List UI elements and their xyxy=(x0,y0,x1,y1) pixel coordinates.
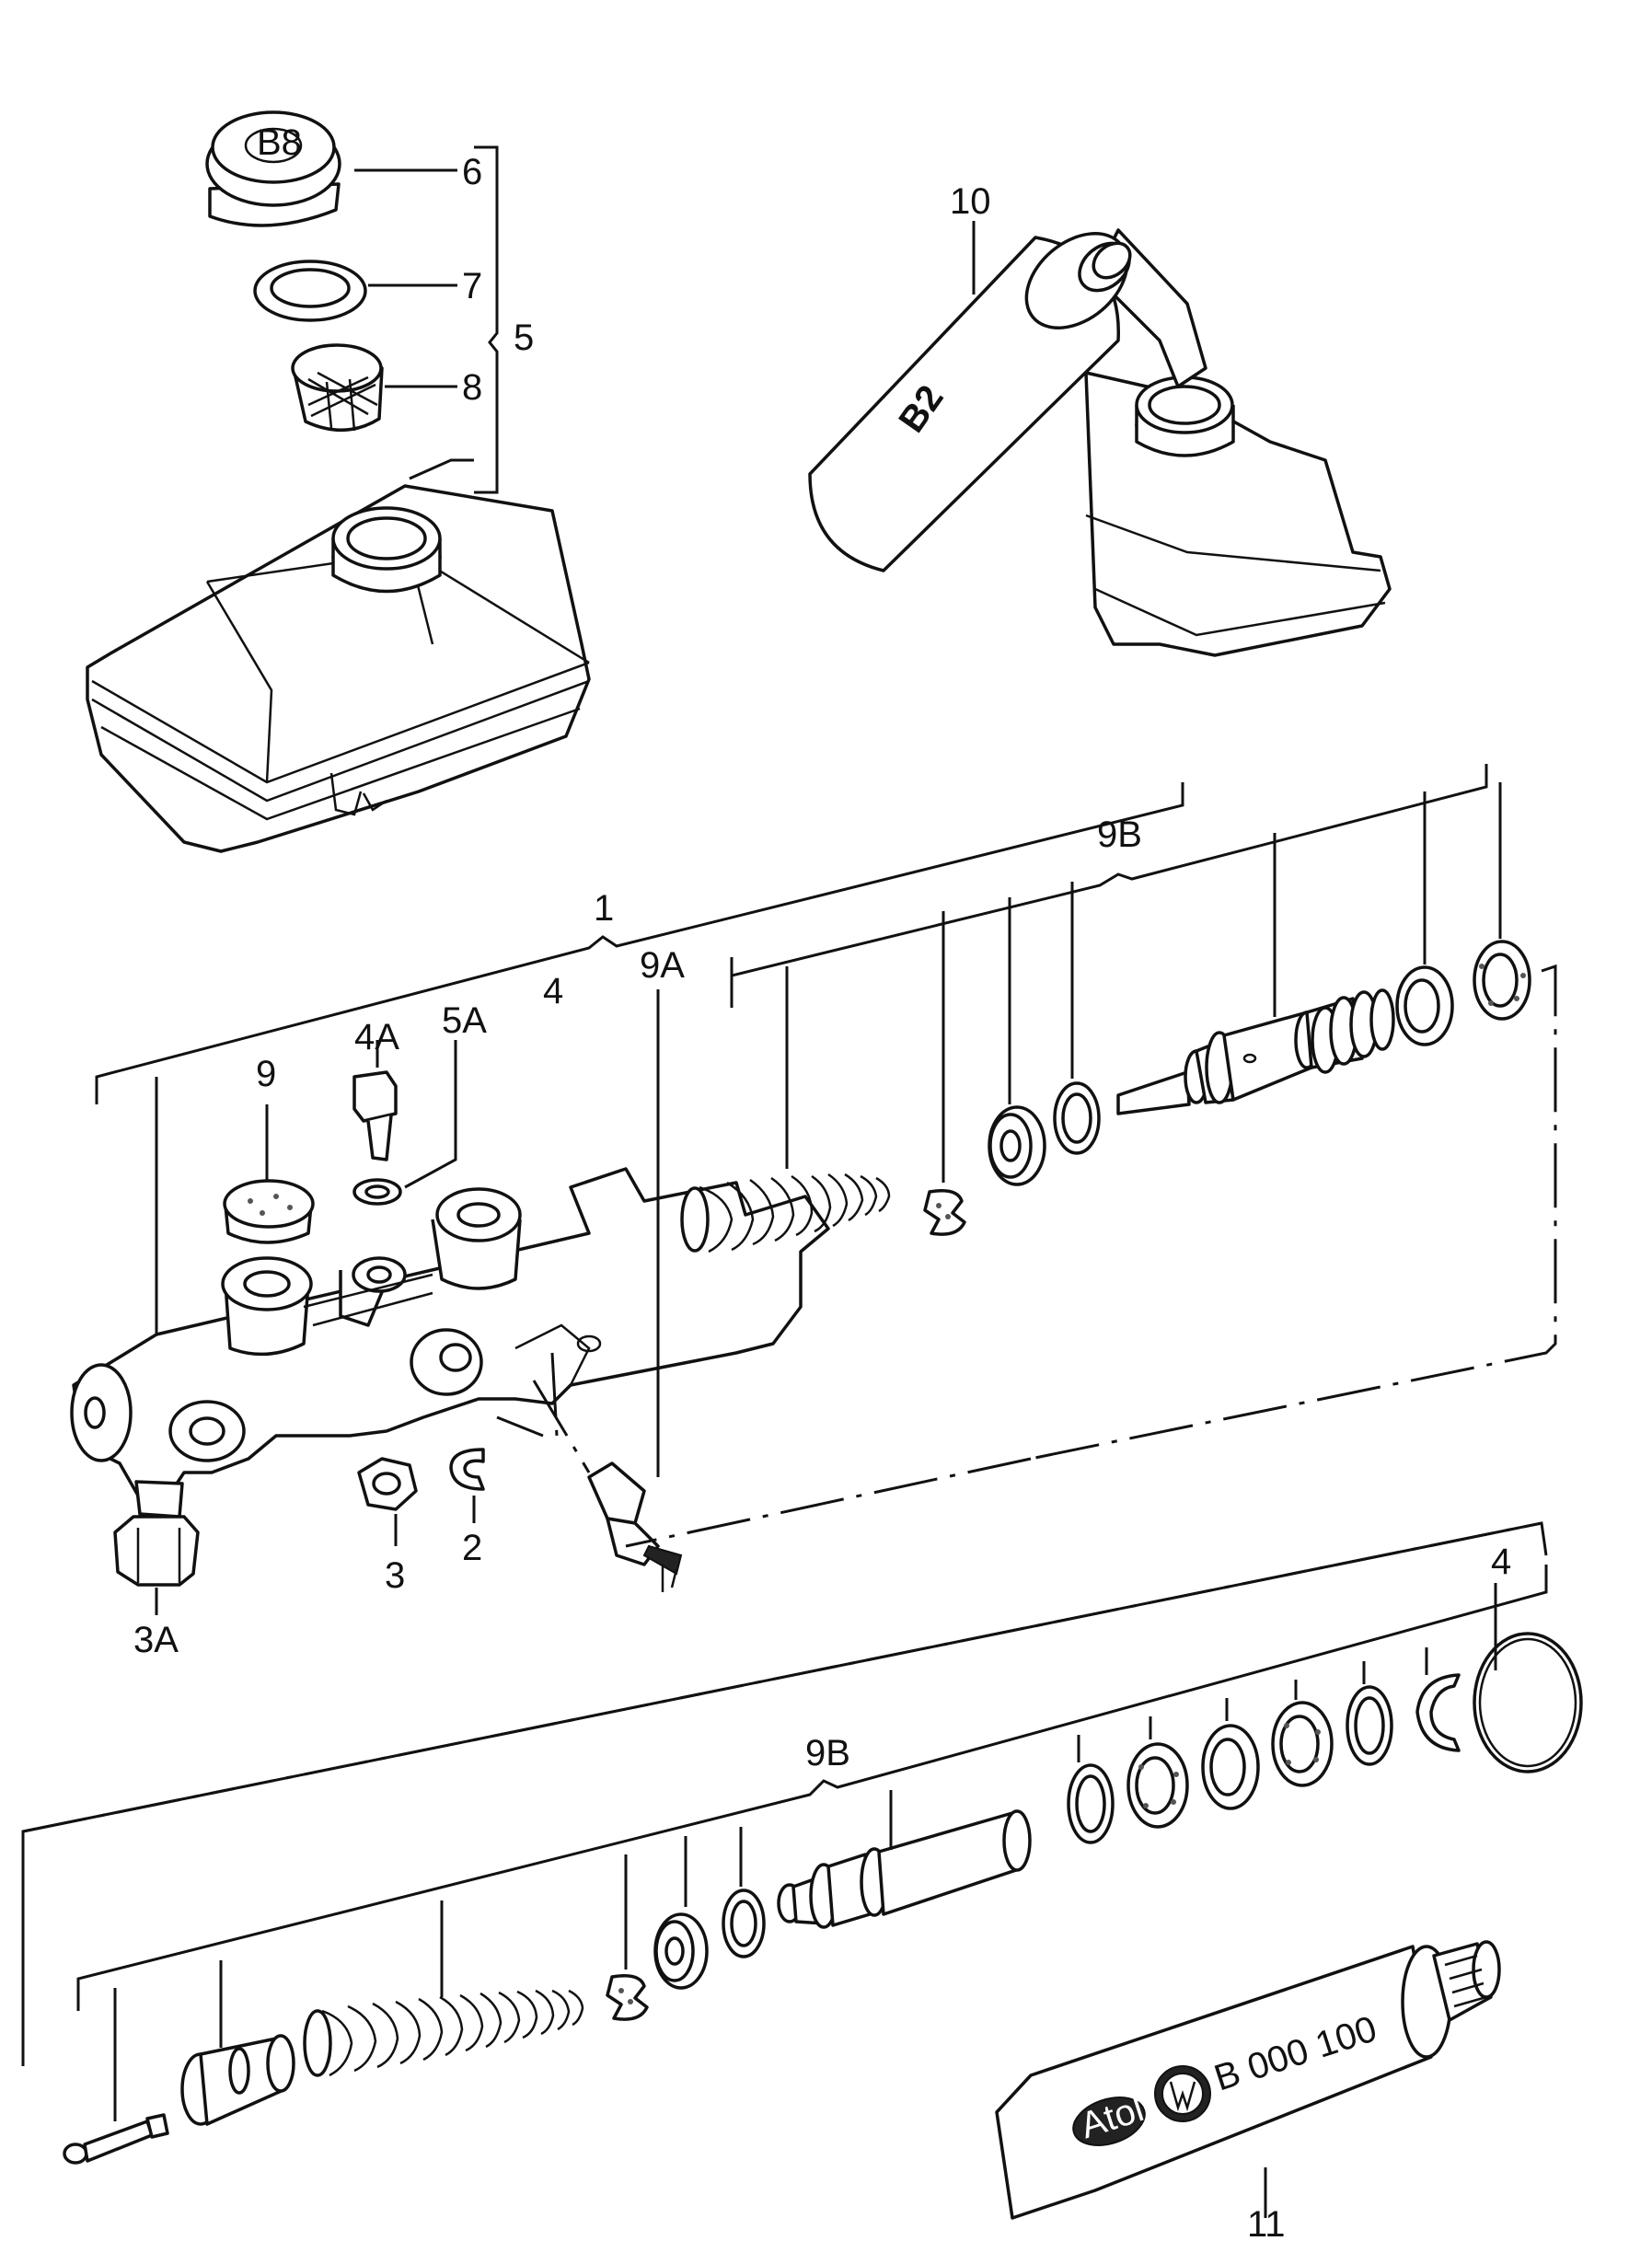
upper-washer xyxy=(1053,1081,1101,1155)
lower-spring xyxy=(303,1989,584,2077)
callout-5: 5 xyxy=(514,318,534,358)
strainer-8 xyxy=(291,343,384,432)
bracket-9B-lower xyxy=(76,1565,1548,2011)
lower-cup-seal-a xyxy=(653,1912,709,1990)
master-cylinder-body xyxy=(70,1167,830,1502)
stop-screw-4A xyxy=(352,1070,398,1161)
lower-washer-a xyxy=(722,1889,766,1958)
screw-plug-3A xyxy=(113,1480,200,1587)
callout-6: 6 xyxy=(462,152,482,192)
lower-spring-retainer xyxy=(606,1974,649,2021)
brake-fluid-reservoir xyxy=(86,484,591,853)
upper-spring xyxy=(680,1172,891,1253)
o-ring-4 xyxy=(1473,1632,1583,1773)
callout-1: 1 xyxy=(594,888,614,929)
lower-washer-b xyxy=(1067,1763,1115,1844)
lower-piston xyxy=(777,1809,1032,1929)
callout-9B-lower: 9B xyxy=(805,1733,850,1773)
cap-mark: B8 xyxy=(257,122,302,163)
grease-tube-11: Atol B 000 100 xyxy=(995,1940,1501,2220)
lower-cup-seal-c xyxy=(1201,1724,1260,1810)
upper-cup-seal xyxy=(988,1105,1046,1186)
reservoir-cap-6: B8 xyxy=(205,110,341,227)
callout-9A: 9A xyxy=(640,945,685,986)
callout-2: 2 xyxy=(462,1528,482,1568)
callout-4A: 4A xyxy=(354,1017,399,1057)
gasket-7 xyxy=(253,260,367,322)
callout-11: 11 xyxy=(1247,2204,1286,2241)
lower-washer-c xyxy=(1346,1685,1393,1766)
callout-9: 9 xyxy=(256,1054,276,1094)
upper-end-seal xyxy=(1473,940,1531,1021)
brake-light-switch xyxy=(587,1461,683,1592)
callout-9B-upper: 9B xyxy=(1097,814,1142,855)
callout-4-lower: 4 xyxy=(1491,1542,1511,1582)
upper-spring-retainer xyxy=(923,1189,966,1236)
bracket-5 xyxy=(474,145,499,494)
upper-piston xyxy=(1116,988,1395,1115)
brake-fluid-bottle-10: B2 xyxy=(808,228,1392,657)
upper-secondary-cup xyxy=(1395,965,1454,1046)
callout-7: 7 xyxy=(462,266,482,306)
callout-5A: 5A xyxy=(442,1000,487,1041)
lower-cup-seal-d xyxy=(1271,1701,1334,1787)
stop-bolt xyxy=(63,2113,169,2165)
circlip xyxy=(1415,1673,1461,1752)
callout-3: 3 xyxy=(385,1555,405,1596)
clip-2 xyxy=(449,1448,485,1491)
washer-5A xyxy=(352,1178,402,1206)
bracket-1 xyxy=(95,782,1184,1104)
piston-stop-sleeve xyxy=(180,2034,295,2126)
nut-3 xyxy=(357,1457,418,1511)
callout-10: 10 xyxy=(950,181,991,222)
callout-3A: 3A xyxy=(133,1620,179,1660)
lower-cup-seal-b xyxy=(1126,1742,1189,1829)
callout-4-upper: 4 xyxy=(543,971,563,1011)
reservoir-grommet-9 xyxy=(223,1179,315,1244)
callout-8: 8 xyxy=(462,367,482,408)
bracket-9B-upper xyxy=(730,764,1488,1008)
